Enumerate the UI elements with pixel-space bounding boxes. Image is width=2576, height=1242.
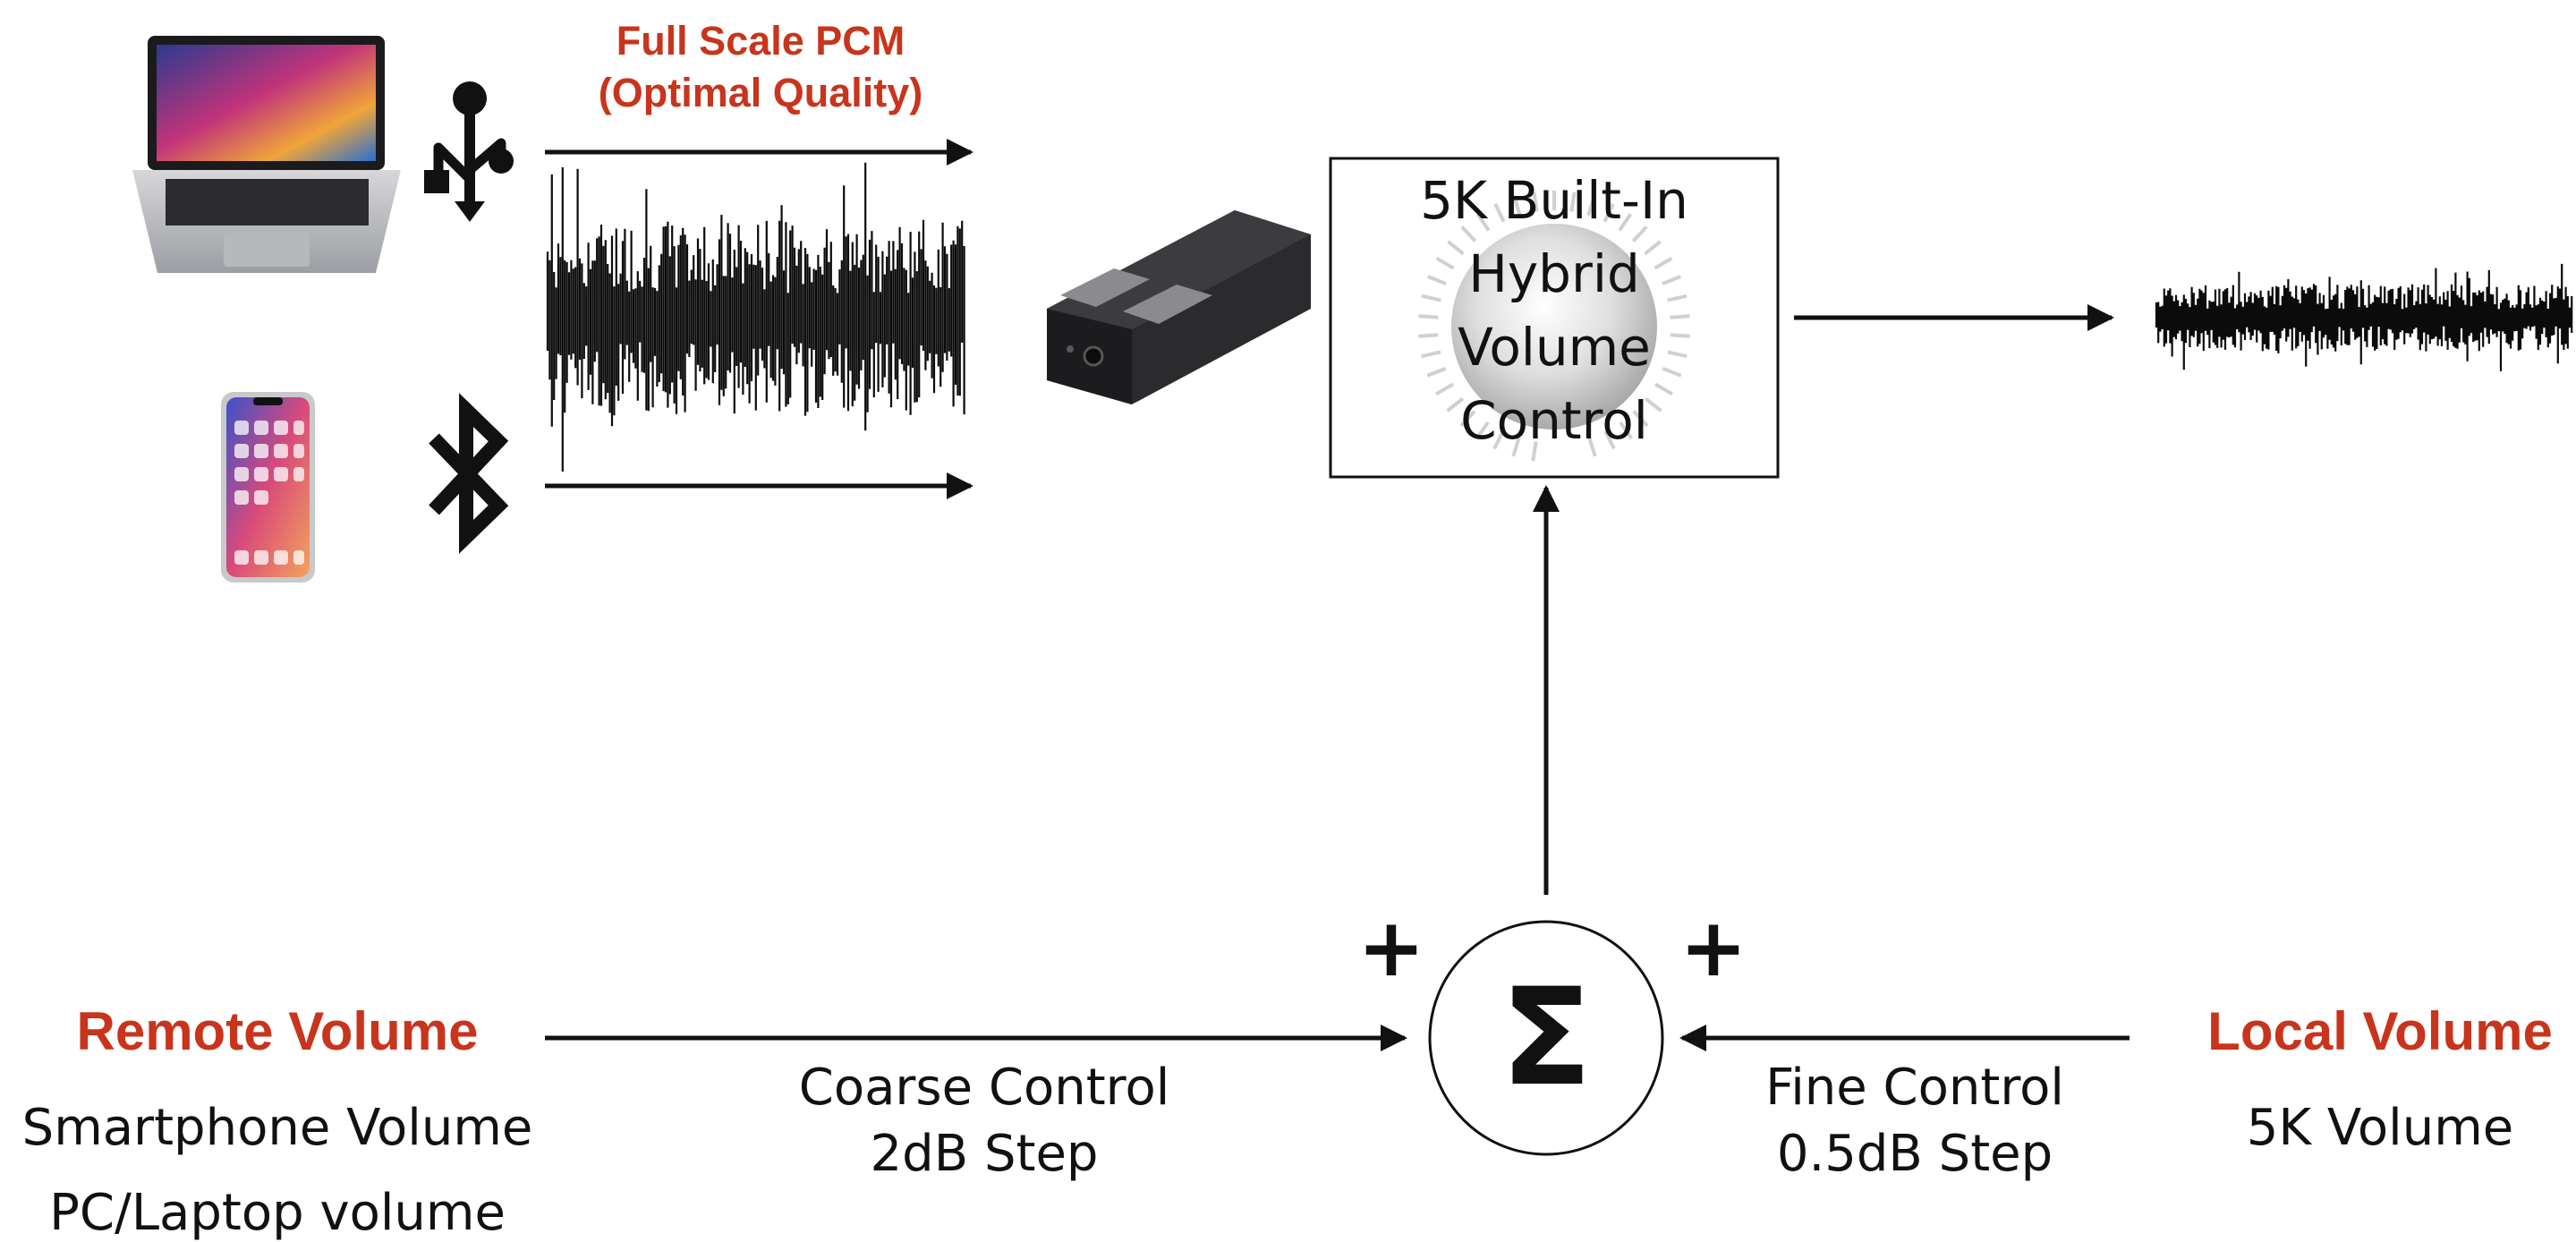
pcm-label-line1: Full Scale PCM	[616, 18, 905, 64]
knob-tick	[1531, 441, 1538, 462]
knob-tick	[1654, 256, 1673, 270]
local-item-5k: 5K Volume	[2246, 1099, 2514, 1157]
knob-tick	[1532, 191, 1539, 212]
laptop-icon	[132, 36, 401, 273]
full-scale-waveform	[546, 162, 965, 472]
knob-tick	[1426, 275, 1447, 285]
knob-tick	[1670, 314, 1690, 319]
remote-item-smartphone: Smartphone Volume	[21, 1099, 533, 1157]
knob-tick	[1667, 293, 1688, 302]
knob-tick	[1459, 410, 1476, 428]
fine-control-line1: Fine Control	[1765, 1059, 2064, 1117]
knob-tick	[1492, 430, 1505, 450]
knob-tick	[1662, 275, 1682, 285]
fine-control-line2: 0.5dB Step	[1776, 1125, 2053, 1183]
knob-tick	[1603, 430, 1616, 450]
left-plus-sign: +	[1357, 901, 1425, 995]
knob-tick	[1632, 410, 1649, 428]
wave-big-trace	[546, 162, 965, 472]
knob-tick	[1435, 382, 1455, 396]
knob-tick	[1493, 203, 1506, 223]
remote-item-pc: PC/Laptop volume	[49, 1184, 506, 1242]
knob-tick	[1631, 225, 1648, 242]
knob-tick	[1586, 196, 1596, 217]
dac-device-icon	[1047, 210, 1311, 404]
wave-small-trace	[2155, 263, 2573, 371]
coarse-control-line1: Coarse Control	[798, 1059, 1170, 1117]
pcm-label-line2: (Optimal Quality)	[598, 70, 923, 115]
local-volume-title: Local Volume	[2207, 1001, 2553, 1061]
right-plus-sign: +	[1679, 901, 1747, 995]
smartphone-icon	[221, 392, 315, 583]
knob-tick	[1644, 240, 1662, 256]
knob-tick	[1475, 213, 1491, 232]
volume-box-line1: 5K Built-In	[1420, 170, 1688, 231]
volume-box-line2: Hybrid	[1468, 243, 1640, 304]
knob-tick	[1447, 240, 1465, 256]
knob-tick	[1426, 367, 1447, 378]
knob-tick	[1512, 196, 1522, 217]
knob-tick	[1421, 350, 1441, 359]
knob-tick	[1421, 293, 1441, 302]
bluetooth-icon	[429, 393, 509, 554]
knob-tick	[1644, 396, 1662, 413]
knob-tick	[1511, 437, 1521, 457]
knob-tick	[1662, 367, 1682, 378]
knob-tick	[1569, 191, 1577, 212]
volume-knob-icon	[1418, 191, 1690, 462]
knob-tick	[1654, 382, 1673, 396]
knob-tick	[1619, 421, 1634, 440]
knob-tick	[1446, 396, 1465, 413]
knob-tick	[1670, 333, 1690, 338]
sum-symbol: Σ	[1500, 960, 1593, 1116]
knob-tick	[1418, 333, 1439, 338]
remote-volume-title: Remote Volume	[76, 1001, 479, 1061]
knob-tick	[1603, 203, 1615, 223]
usb-icon	[424, 81, 514, 222]
volume-box-line3: Volume	[1458, 317, 1651, 378]
output-waveform	[2155, 263, 2573, 371]
knob-tick	[1587, 437, 1597, 457]
knob-tick	[1418, 314, 1439, 319]
knob-tick	[1435, 256, 1455, 270]
knob-tick	[1618, 213, 1633, 232]
knob-tick	[1475, 421, 1490, 440]
volume-box-line4: Control	[1460, 390, 1648, 451]
coarse-control-line2: 2dB Step	[870, 1125, 1099, 1183]
knob-tick	[1667, 350, 1688, 359]
sum-node-circle	[1428, 920, 1664, 1156]
knob-tick	[1460, 225, 1477, 242]
